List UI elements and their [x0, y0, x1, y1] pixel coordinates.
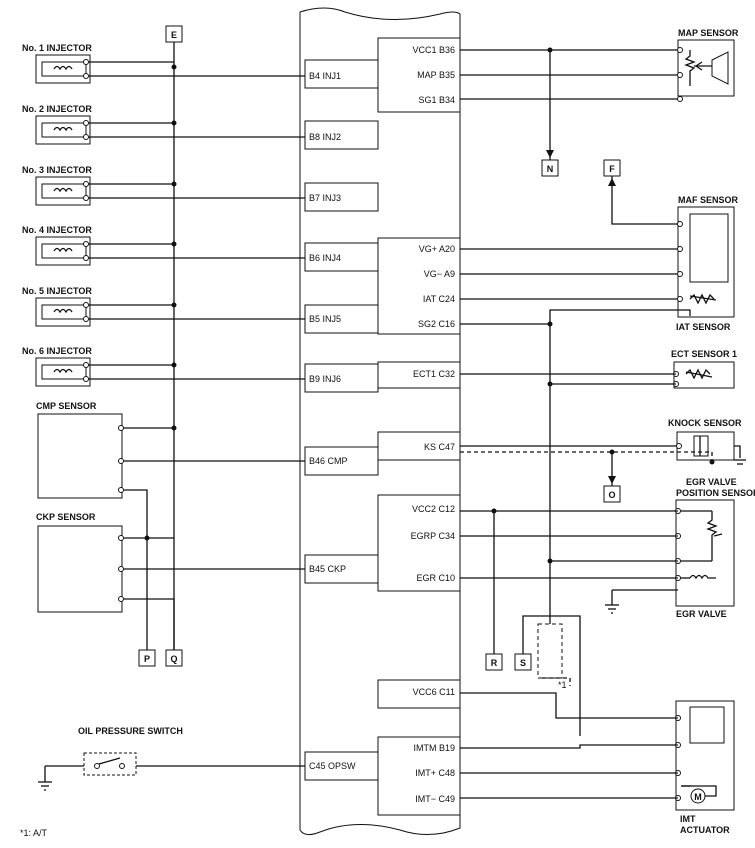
pin-b45-ckp: B45 CKP [309, 564, 346, 574]
knock-sensor: KNOCK SENSOR [668, 418, 746, 465]
pin-vg-plus-a20: VG+ A20 [419, 244, 455, 254]
injector-2: No. 2 INJECTOR [22, 104, 92, 145]
maf-wiring [460, 176, 691, 654]
svg-text:R: R [491, 658, 498, 668]
footnote: *1: A/T [20, 828, 48, 838]
at-marker: *1 [558, 680, 567, 690]
pin-vcc1-b36: VCC1 B36 [412, 45, 455, 55]
pin-b9-inj6: B9 INJ6 [309, 374, 341, 384]
svg-text:IMT: IMT [680, 814, 696, 824]
cmp-sensor: CMP SENSOR [36, 401, 124, 499]
ect-wiring [460, 373, 676, 387]
injector-3: No. 3 INJECTOR [22, 165, 92, 206]
connector-r: R [485, 653, 503, 671]
svg-text:EGR VALVE: EGR VALVE [686, 477, 737, 487]
svg-text:ACTUATOR: ACTUATOR [680, 825, 730, 835]
svg-text:N: N [547, 164, 554, 174]
pin-imt-minus-c49: IMT− C49 [415, 794, 455, 804]
right-pin-labels: VCC1 B36 MAP B35 SG1 B34 VG+ A20 VG− A9 … [411, 45, 455, 804]
pin-imt-plus-c48: IMT+ C48 [415, 768, 455, 778]
cmp-ckp-wiring [124, 427, 305, 650]
pin-b4-inj1: B4 INJ1 [309, 71, 341, 81]
pin-b46-cmp: B46 CMP [309, 456, 348, 466]
svg-text:MAP SENSOR: MAP SENSOR [678, 28, 739, 38]
svg-text:No. 3 INJECTOR: No. 3 INJECTOR [22, 165, 92, 175]
pin-b7-inj3: B7 INJ3 [309, 193, 341, 203]
svg-text:O: O [608, 490, 615, 500]
egr-position-sensor: EGR VALVE POSITION SENSOR [675, 477, 755, 607]
map-wiring [460, 47, 678, 160]
svg-text:No. 5 INJECTOR: No. 5 INJECTOR [22, 286, 92, 296]
svg-text:CKP SENSOR: CKP SENSOR [36, 512, 96, 522]
knock-wiring [460, 445, 715, 486]
svg-text:S: S [520, 658, 526, 668]
svg-text:F: F [609, 164, 615, 174]
svg-text:KNOCK SENSOR: KNOCK SENSOR [668, 418, 742, 428]
pin-iat-c24: IAT C24 [423, 294, 455, 304]
injector-4: No. 4 INJECTOR [22, 225, 92, 266]
imt-wiring [460, 692, 678, 799]
pin-sg1-b34: SG1 B34 [418, 95, 455, 105]
pin-map-b35: MAP B35 [417, 70, 455, 80]
ect-sensor: ECT SENSOR 1 [671, 349, 737, 389]
connector-o: O [603, 485, 621, 503]
pin-vcc6-c11: VCC6 C11 [413, 687, 455, 697]
pin-b8-inj2: B8 INJ2 [309, 132, 341, 142]
imt-actuator: M IMT ACTUATOR [675, 700, 735, 835]
pin-b6-inj4: B6 INJ4 [309, 253, 341, 263]
svg-text:MAF SENSOR: MAF SENSOR [678, 195, 739, 205]
connector-q: Q [165, 649, 183, 667]
map-sensor: MAP SENSOR [677, 28, 739, 102]
egr-wiring [460, 508, 678, 654]
pin-egr-c10: EGR C10 [416, 573, 455, 583]
pin-egrp-c34: EGRP C34 [411, 531, 455, 541]
connector-e: E [165, 25, 183, 43]
svg-text:M: M [694, 792, 702, 802]
svg-text:Q: Q [170, 654, 177, 664]
svg-text:No. 2 INJECTOR: No. 2 INJECTOR [22, 104, 92, 114]
oil-pressure-switch: OIL PRESSURE SWITCH [38, 726, 305, 791]
ckp-sensor: CKP SENSOR [36, 512, 124, 613]
connector-s: S [514, 653, 532, 671]
pin-vg-minus-a9: VG− A9 [424, 269, 455, 279]
svg-text:OIL PRESSURE SWITCH: OIL PRESSURE SWITCH [78, 726, 183, 736]
injector-6: No. 6 INJECTOR [22, 346, 92, 387]
injector-1: No. 1 INJECTOR [22, 43, 92, 84]
pin-b5-inj5: B5 INJ5 [309, 314, 341, 324]
svg-text:ECT SENSOR 1: ECT SENSOR 1 [671, 349, 737, 359]
pin-ks-c47: KS C47 [424, 442, 455, 452]
svg-text:CMP SENSOR: CMP SENSOR [36, 401, 97, 411]
pin-sg2-c16: SG2 C16 [418, 319, 455, 329]
svg-text:POSITION SENSOR: POSITION SENSOR [676, 488, 755, 498]
svg-text:No. 6 INJECTOR: No. 6 INJECTOR [22, 346, 92, 356]
egr-valve-label: EGR VALVE [676, 609, 727, 619]
ecm-block [299, 7, 461, 836]
svg-text:P: P [144, 654, 150, 664]
iat-sensor-label: IAT SENSOR [676, 322, 731, 332]
svg-text:No. 4 INJECTOR: No. 4 INJECTOR [22, 225, 92, 235]
maf-sensor: MAF SENSOR [677, 195, 739, 318]
connector-n: N [541, 159, 559, 177]
s-t-wiring: *1 [522, 615, 581, 736]
pin-c45-opsw: C45 OPSW [309, 761, 356, 771]
connector-f: F [603, 159, 621, 177]
injector-5: No. 5 INJECTOR [22, 286, 92, 327]
pin-ect1-c32: ECT1 C32 [413, 369, 455, 379]
svg-text:No. 1 INJECTOR: No. 1 INJECTOR [22, 43, 92, 53]
pin-imtm-b19: IMTM B19 [413, 743, 455, 753]
svg-text:E: E [171, 30, 177, 40]
pin-vcc2-c12: VCC2 C12 [412, 504, 455, 514]
connector-p: P [138, 649, 156, 667]
